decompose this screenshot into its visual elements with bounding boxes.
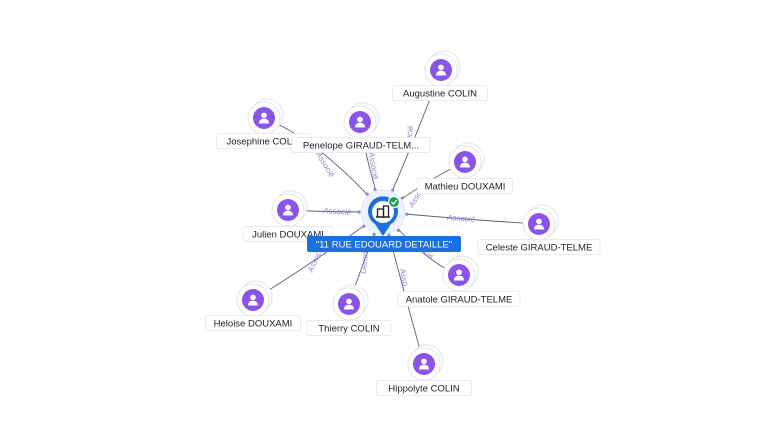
node-label-box bbox=[291, 137, 431, 153]
person-icon bbox=[460, 156, 470, 168]
person-icon bbox=[344, 298, 354, 310]
edge-arrow-anatole bbox=[396, 228, 401, 232]
person-node-augustine[interactable]: Augustine COLIN bbox=[392, 50, 488, 101]
edge-arrow-heloise bbox=[362, 224, 366, 228]
person-label-thierry: Thierry COLIN bbox=[318, 323, 379, 334]
person-icon bbox=[283, 204, 293, 216]
person-node-penelope[interactable]: Penelope GIRAUD-TELM... bbox=[291, 102, 431, 153]
person-icon bbox=[454, 269, 464, 281]
edge-label-hippolyte: Asso... bbox=[398, 267, 411, 294]
node-label-box bbox=[205, 315, 301, 331]
edge-label-celeste: Associé bbox=[446, 213, 476, 224]
person-node-julien[interactable]: Julien DOUXAMI bbox=[242, 190, 334, 242]
check-icon bbox=[387, 195, 401, 209]
person-label-heloise: Heloise DOUXAMI bbox=[214, 318, 293, 329]
center-label-box bbox=[307, 236, 461, 252]
person-node-thierry[interactable]: Thierry COLIN bbox=[306, 284, 392, 336]
person-label-anatole: Anatole GIRAUD-TELME bbox=[406, 294, 513, 305]
edge-arrow-julien bbox=[357, 210, 361, 214]
person-label-mathieu: Mathieu DOUXAMI bbox=[425, 181, 506, 192]
person-icon bbox=[534, 218, 544, 230]
edge-arrow-josephine bbox=[365, 192, 369, 196]
person-icon bbox=[259, 112, 269, 124]
edge-label-thierry: Gérant bbox=[359, 248, 371, 274]
person-icon bbox=[436, 64, 446, 76]
center-label: "11 RUE EDOUARD DETAILLE" bbox=[316, 240, 452, 251]
person-node-celeste[interactable]: Celeste GIRAUD-TELME bbox=[477, 204, 601, 255]
node-label-box bbox=[306, 320, 392, 336]
node-label-box bbox=[397, 291, 521, 307]
person-node-hippolyte[interactable]: Hippolyte COLIN bbox=[376, 344, 472, 396]
person-label-penelope: Penelope GIRAUD-TELM... bbox=[303, 140, 419, 151]
person-node-heloise[interactable]: Heloise DOUXAMI bbox=[205, 280, 301, 331]
edge-arrow-celeste bbox=[405, 212, 409, 216]
person-node-josephine[interactable]: Josephine COLIN bbox=[216, 98, 312, 149]
edge-arrow-augustine bbox=[391, 188, 395, 192]
center-node[interactable]: "11 RUE EDOUARD DETAILLE" bbox=[307, 189, 461, 252]
edge-arrow-penelope bbox=[373, 187, 377, 191]
person-label-josephine: Josephine COLIN bbox=[227, 136, 302, 147]
person-label-hippolyte: Hippolyte COLIN bbox=[388, 383, 459, 394]
node-label-box bbox=[417, 178, 513, 194]
building-icon bbox=[376, 205, 390, 218]
person-icon bbox=[419, 358, 429, 370]
edge-arrow-thierry bbox=[372, 232, 376, 236]
node-label-box bbox=[392, 85, 488, 101]
person-label-julien: Julien DOUXAMI bbox=[252, 229, 324, 240]
person-icon bbox=[248, 294, 258, 306]
node-label-box bbox=[376, 380, 472, 396]
edge-arrow-mathieu bbox=[400, 196, 405, 200]
node-label-box bbox=[477, 239, 601, 255]
person-label-augustine: Augustine COLIN bbox=[403, 88, 477, 99]
person-icon bbox=[355, 116, 365, 128]
person-node-mathieu[interactable]: Mathieu DOUXAMI bbox=[417, 142, 513, 194]
edge-label-julien: Associé bbox=[322, 206, 352, 217]
edge-label-josephine: Associé bbox=[313, 150, 336, 180]
person-node-anatole[interactable]: Anatole GIRAUD-TELME bbox=[397, 255, 521, 307]
person-label-celeste: Celeste GIRAUD-TELME bbox=[486, 242, 593, 253]
